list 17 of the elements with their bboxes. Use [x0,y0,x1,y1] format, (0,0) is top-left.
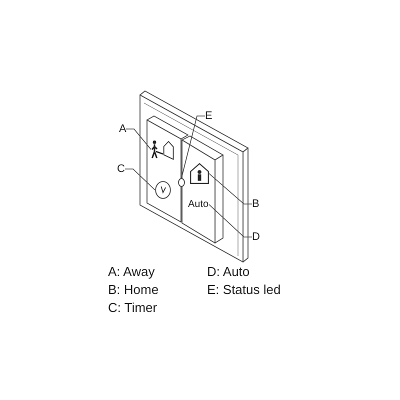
legend-text: D: Auto [207,265,250,280]
leader-line [124,168,156,190]
mode-label: Auto [188,199,209,210]
legend-text: B: Home [108,283,159,298]
legend-text: A: Away [108,265,155,280]
callout-letter: A [119,123,126,136]
led-dot-icon [178,178,185,187]
person-leaving-house-icon [151,139,174,160]
callout-letter: B [252,198,260,210]
leader-line [208,204,252,238]
callout-letter: E [205,110,212,122]
callout-letter: C [117,163,125,176]
legend-text: E: Status led [207,283,281,298]
leader-line [126,128,152,150]
legend-text: C: Timer [108,301,158,316]
callout-letter: D [252,231,260,244]
leader-line [208,173,252,204]
